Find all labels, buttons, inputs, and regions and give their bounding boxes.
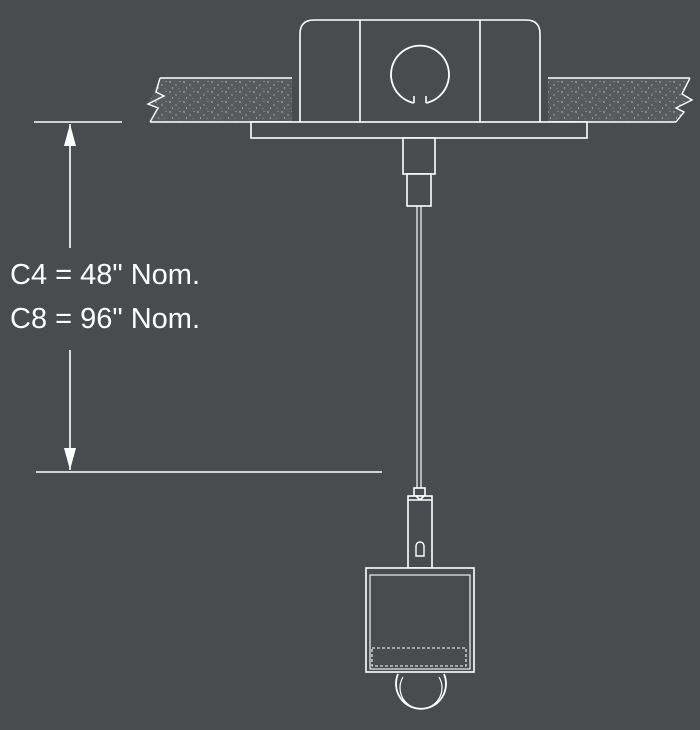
ceiling-left (146, 77, 292, 123)
dimension-arrow-down-icon (64, 448, 76, 470)
knockout-circle-icon (390, 44, 450, 104)
dimension-label-c4: C4 = 48" Nom. (10, 259, 201, 291)
ceiling-right (548, 77, 694, 123)
cable-gripper (402, 137, 436, 207)
fixture-mount (407, 487, 433, 569)
lamp-ring (395, 673, 447, 710)
junction-box (299, 19, 541, 122)
dimension-label-c8: C8 = 96" Nom. (10, 303, 201, 335)
fixture-head (365, 567, 475, 673)
dimension-arrow-up-icon (64, 124, 76, 146)
suspension-cable (416, 206, 422, 488)
canopy-plate (250, 121, 588, 139)
dimension-line (34, 121, 382, 473)
